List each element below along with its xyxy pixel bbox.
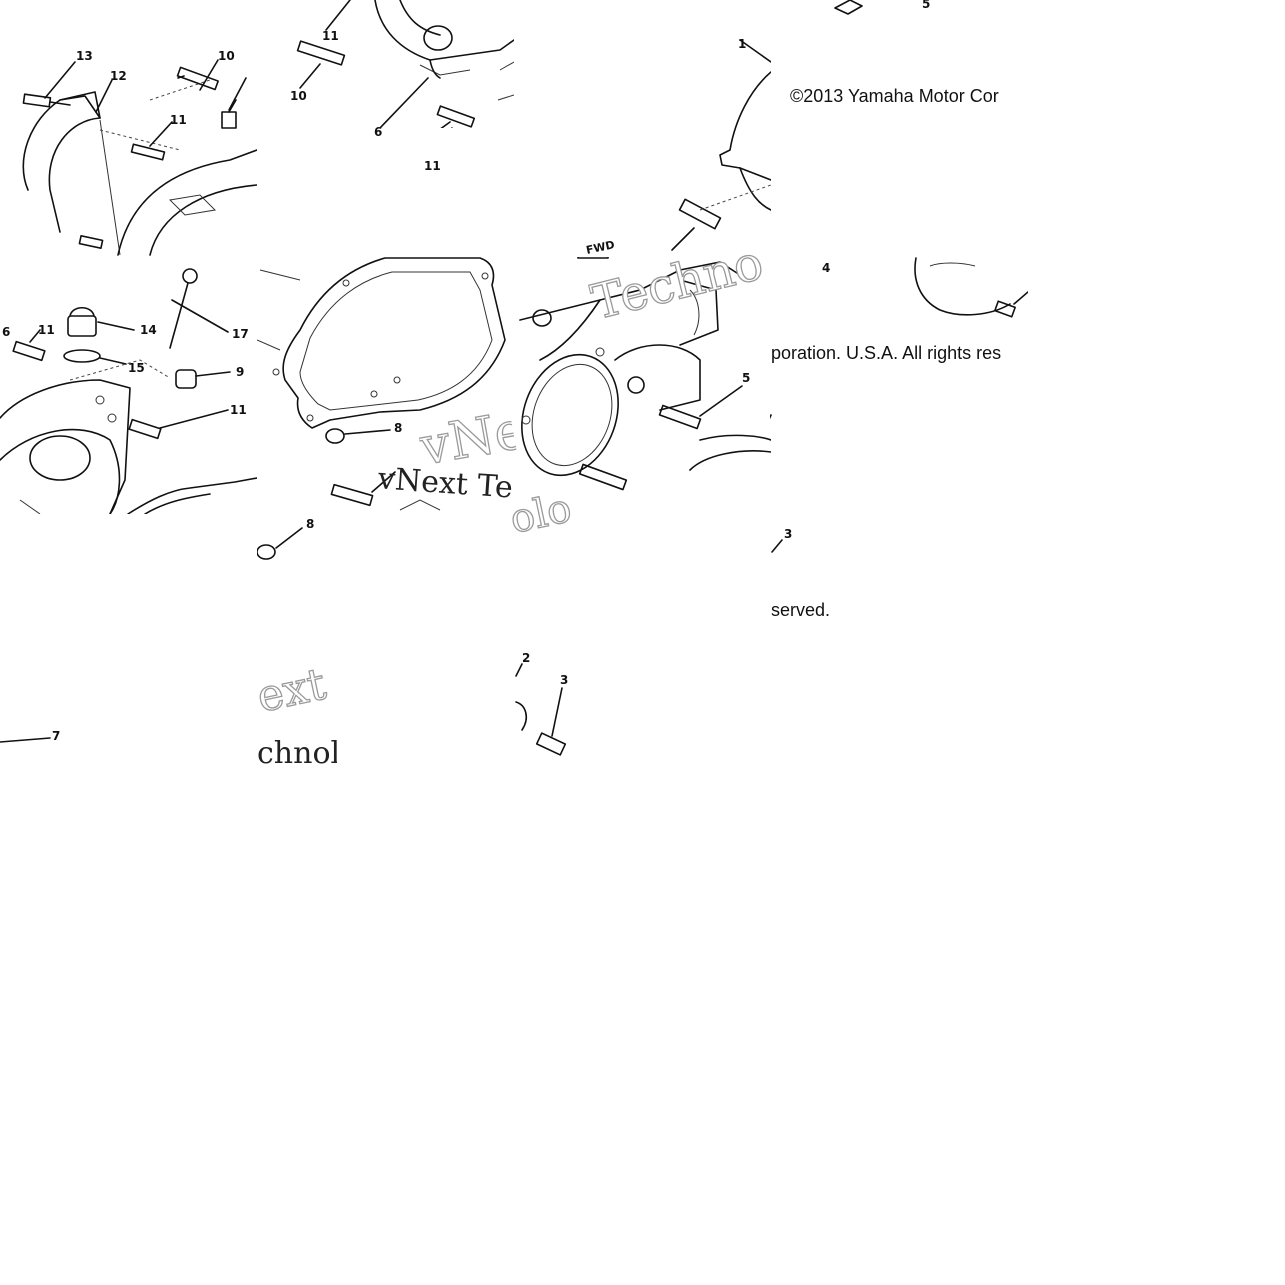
- copyright-text-2: poration. U.S.A. All rights res: [771, 343, 1002, 363]
- watermark-chnol: chnol: [257, 736, 337, 771]
- copyright-text-1: ©2013 Yamaha Motor Cor: [790, 86, 999, 106]
- callout-17: 17: [232, 327, 249, 341]
- callout-11e: 11: [230, 403, 247, 417]
- callout-4: 4: [822, 261, 830, 275]
- callout-2: 2: [522, 651, 530, 665]
- callout-11d: 11: [38, 323, 55, 337]
- tile-crankcase-cover: [0, 268, 257, 514]
- tile-cover-edge: [671, 39, 771, 251]
- copyright-text-3: served.: [771, 600, 831, 620]
- tile-gasket: [257, 257, 506, 511]
- callout-15: 15: [128, 361, 145, 375]
- callout-6a: 6: [374, 125, 382, 139]
- fwd-label: FWD: [585, 238, 616, 257]
- tile-housing-top: [296, 0, 514, 128]
- callout-12: 12: [110, 69, 127, 83]
- callout-10a: 10: [218, 49, 235, 63]
- tile-collar: [257, 527, 303, 560]
- callout-14: 14: [140, 323, 157, 337]
- callout-5a: 5: [922, 0, 930, 11]
- callout-11b: 11: [322, 29, 339, 43]
- callout-3b: 3: [560, 673, 568, 687]
- callout-7: 7: [52, 729, 60, 743]
- tile-small-cover: [914, 257, 1028, 318]
- callout-8a: 8: [394, 421, 402, 435]
- tile-top-sliver: [834, 0, 863, 15]
- tile-cover-plate: [22, 59, 257, 256]
- callout-8b: 8: [306, 517, 314, 531]
- callout-1: 1: [738, 37, 746, 51]
- callout-11a: 11: [170, 113, 187, 127]
- tile-leader-7: [0, 737, 51, 743]
- callout-11c: 11: [424, 159, 441, 173]
- callout-13: 13: [76, 49, 93, 63]
- callout-3a: 3: [784, 527, 792, 541]
- callout-5b: 5: [742, 371, 750, 385]
- callout-9: 9: [236, 365, 244, 379]
- tile-leader: [771, 539, 783, 553]
- tile-bolt-3: [515, 663, 567, 756]
- callout-10b: 10: [290, 89, 307, 103]
- tile-clutch-cover: [519, 257, 771, 491]
- callout-6b: 6: [2, 325, 10, 339]
